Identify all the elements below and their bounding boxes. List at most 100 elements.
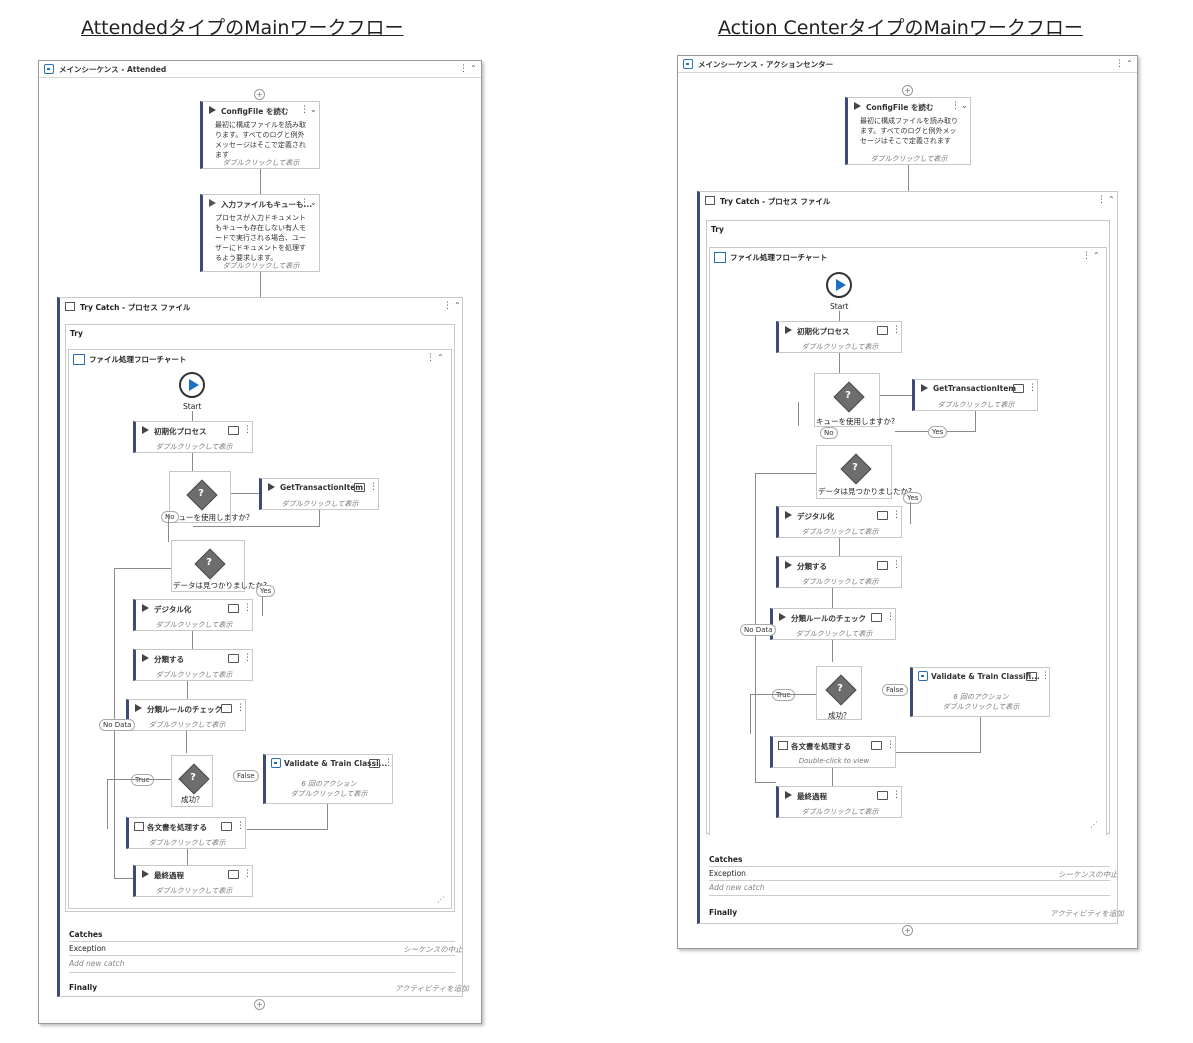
exception-action[interactable]: シーケンスの中止: [403, 945, 463, 954]
comment-icon[interactable]: [877, 511, 888, 520]
more-options-icon[interactable]: ⋮: [892, 325, 901, 335]
invoke-icon: [142, 604, 149, 612]
process-each-activity[interactable]: 各文書を処理する ⋮ ダブルクリックして表示: [126, 817, 246, 849]
comment-icon[interactable]: [221, 704, 232, 713]
finally-action[interactable]: アクティビティを追加: [395, 984, 469, 993]
comment-icon[interactable]: [871, 613, 882, 622]
connector: [975, 411, 976, 431]
comment-icon[interactable]: [228, 654, 239, 663]
more-options-icon[interactable]: ⋮: [1097, 195, 1106, 205]
invoke-icon: [921, 384, 928, 392]
more-options-icon[interactable]: ⋮: [1041, 671, 1050, 681]
start-node[interactable]: [179, 372, 205, 398]
expand-icon[interactable]: ⌄: [961, 101, 968, 110]
more-options-icon[interactable]: ⋮: [1115, 59, 1124, 69]
activity-hint: ダブルクリックして表示: [155, 671, 233, 679]
activity-hint: ダブルクリックして表示: [795, 630, 873, 638]
decision-data-found[interactable]: ?: [816, 445, 892, 499]
more-options-icon[interactable]: ⋮: [951, 101, 960, 111]
exception-label[interactable]: Exception: [709, 869, 746, 878]
config-activity[interactable]: ConfigFile を読む ⋮ ⌄ 最初に構成ファイルを読み取ります。すべての…: [200, 101, 320, 169]
get-transaction-activity[interactable]: GetTransactionItem ⋮ ダブルクリックして表示: [912, 379, 1038, 411]
final-activity[interactable]: 最終過程 ⋮ ダブルクリックして表示: [776, 786, 902, 818]
more-options-icon[interactable]: ⋮: [886, 612, 895, 622]
comment-icon[interactable]: [877, 791, 888, 800]
digitize-activity[interactable]: デジタル化 ⋮ ダブルクリックして表示: [133, 599, 253, 631]
init-activity[interactable]: 初期化プロセス ⋮ ダブルクリックして表示: [133, 421, 253, 453]
digitize-activity[interactable]: デジタル化 ⋮ ダブルクリックして表示: [776, 506, 902, 538]
comment-icon[interactable]: [354, 483, 365, 492]
connector: [192, 453, 193, 471]
final-activity[interactable]: 最終過程 ⋮ ダブルクリックして表示: [133, 865, 253, 897]
try-catch-container: Try Catch - プロセス ファイル ⋮ ⌃ Try ファイル処理フローチ…: [57, 297, 469, 997]
add-catch-link[interactable]: Add new catch: [69, 959, 125, 968]
collapse-icon[interactable]: ⌃: [437, 353, 444, 362]
more-options-icon[interactable]: ⋮: [243, 603, 252, 613]
expand-icon[interactable]: ⌄: [310, 105, 317, 114]
more-options-icon[interactable]: ⋮: [384, 758, 393, 768]
comment-icon[interactable]: [871, 741, 882, 750]
comment-icon[interactable]: [877, 561, 888, 570]
comment-icon[interactable]: [221, 822, 232, 831]
finally-action[interactable]: アクティビティを追加: [1050, 909, 1124, 918]
comment-icon[interactable]: [1026, 672, 1037, 681]
validate-train-activity[interactable]: Validate & Train Classi... ⋮ 6 回のアクション ダ…: [263, 754, 393, 804]
invoke-icon: [785, 561, 792, 569]
expand-icon[interactable]: ⌄: [310, 198, 317, 207]
classify-activity[interactable]: 分類する ⋮ ダブルクリックして表示: [776, 556, 902, 588]
comment-icon[interactable]: [1013, 384, 1024, 393]
collapse-icon[interactable]: ⌃: [454, 301, 461, 310]
more-options-icon[interactable]: ⋮: [892, 790, 901, 800]
decision-use-queue[interactable]: ?: [169, 471, 231, 523]
process-each-activity[interactable]: 各文書を処理する ⋮ Double-click to view: [770, 736, 896, 768]
add-catch-link[interactable]: Add new catch: [709, 883, 765, 892]
get-transaction-activity[interactable]: GetTransactionItem ⋮ ダブルクリックして表示: [259, 478, 379, 510]
decision-use-queue[interactable]: ?: [814, 373, 880, 427]
decision-data-found[interactable]: ?: [171, 540, 245, 592]
more-options-icon[interactable]: ⋮: [892, 510, 901, 520]
resize-grip-icon[interactable]: ⋰: [1090, 820, 1098, 829]
more-options-icon[interactable]: ⋮: [426, 353, 435, 363]
more-options-icon[interactable]: ⋮: [236, 703, 245, 713]
check-rules-activity[interactable]: 分類ルールのチェック ⋮ ダブルクリックして表示: [770, 608, 896, 640]
more-options-icon[interactable]: ⋮: [236, 821, 245, 831]
classify-activity[interactable]: 分類する ⋮ ダブルクリックして表示: [133, 649, 253, 681]
more-options-icon[interactable]: ⋮: [369, 482, 378, 492]
more-options-icon[interactable]: ⋮: [1082, 251, 1091, 261]
more-options-icon[interactable]: ⋮: [300, 105, 309, 115]
resize-grip-icon[interactable]: ⋰: [437, 895, 445, 904]
more-options-icon[interactable]: ⋮: [886, 740, 895, 750]
collapse-icon[interactable]: ⌃: [1126, 59, 1133, 68]
more-options-icon[interactable]: ⋮: [243, 869, 252, 879]
comment-icon[interactable]: [228, 426, 239, 435]
check-rules-activity[interactable]: 分類ルールのチェック ⋮ ダブルクリックして表示: [126, 699, 246, 731]
more-options-icon[interactable]: ⋮: [243, 653, 252, 663]
add-activity-icon[interactable]: +: [254, 999, 265, 1010]
decision-success[interactable]: ?: [171, 755, 213, 807]
comment-icon[interactable]: [369, 759, 380, 768]
init-activity[interactable]: 初期化プロセス ⋮ ダブルクリックして表示: [776, 321, 902, 353]
add-activity-icon[interactable]: +: [902, 925, 913, 936]
add-activity-icon[interactable]: +: [254, 89, 265, 100]
more-options-icon[interactable]: ⋮: [1028, 383, 1037, 393]
start-node[interactable]: [826, 272, 852, 298]
flowchart-container: ファイル処理フローチャート ⋮ ⌃ Start 初期化プロセス ⋮ ダブルクリッ…: [68, 349, 452, 909]
collapse-icon[interactable]: ⌃: [470, 64, 477, 73]
comment-icon[interactable]: [228, 604, 239, 613]
more-options-icon[interactable]: ⋮: [892, 560, 901, 570]
collapse-icon[interactable]: ⌃: [1093, 251, 1100, 260]
input-check-activity[interactable]: 入力ファイルもキューも... ⋮ ⌄ プロセスが入力ドキュメントもキューも存在し…: [200, 194, 320, 272]
decision-success[interactable]: ?: [816, 666, 862, 720]
more-options-icon[interactable]: ⋮: [243, 425, 252, 435]
more-options-icon[interactable]: ⋮: [300, 198, 309, 208]
more-options-icon[interactable]: ⋮: [459, 64, 468, 74]
config-activity[interactable]: ConfigFile を読む ⋮ ⌄ 最初に構成ファイルを読み取ります。すべての…: [845, 97, 971, 165]
exception-action[interactable]: シーケンスの中止: [1058, 870, 1118, 879]
exception-label[interactable]: Exception: [69, 944, 106, 953]
validate-train-activity[interactable]: Validate & Train Classifi... ⋮ 6 回のアクション…: [910, 667, 1050, 717]
comment-icon[interactable]: [877, 326, 888, 335]
collapse-icon[interactable]: ⌃: [1108, 195, 1115, 204]
add-activity-icon[interactable]: +: [902, 85, 913, 96]
more-options-icon[interactable]: ⋮: [443, 301, 452, 311]
comment-icon[interactable]: [228, 870, 239, 879]
